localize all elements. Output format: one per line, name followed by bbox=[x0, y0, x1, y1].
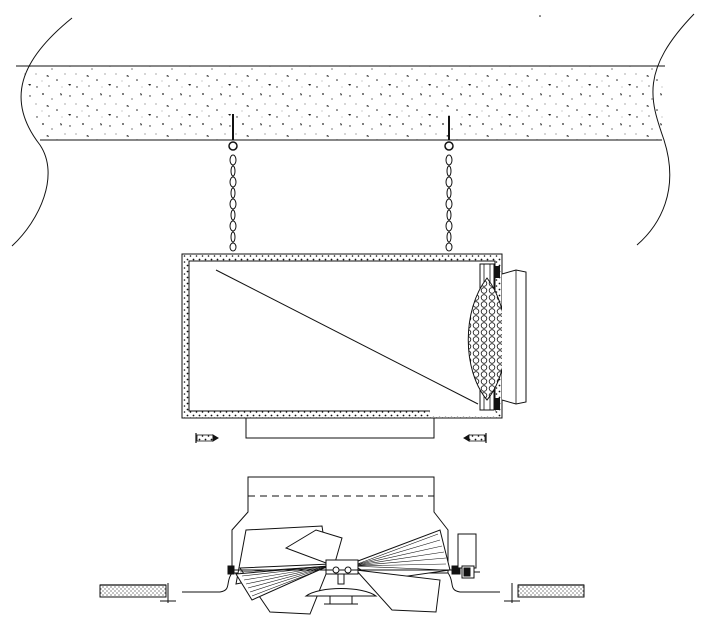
stray-dot bbox=[539, 15, 541, 17]
hanger-right bbox=[444, 116, 454, 252]
mounting-lines bbox=[160, 572, 520, 603]
fan-grille bbox=[467, 263, 527, 411]
hanger-left bbox=[228, 114, 238, 252]
motor-box bbox=[457, 533, 480, 579]
diagonal-panel bbox=[215, 269, 479, 405]
fan-assembly bbox=[227, 476, 461, 615]
screw-left bbox=[195, 433, 219, 443]
ceiling-slab bbox=[11, 13, 695, 247]
screw-right bbox=[463, 433, 487, 443]
outlet-collar bbox=[245, 417, 435, 439]
panel-right bbox=[517, 584, 585, 598]
unit-housing bbox=[181, 253, 503, 419]
panel-left bbox=[99, 584, 167, 598]
